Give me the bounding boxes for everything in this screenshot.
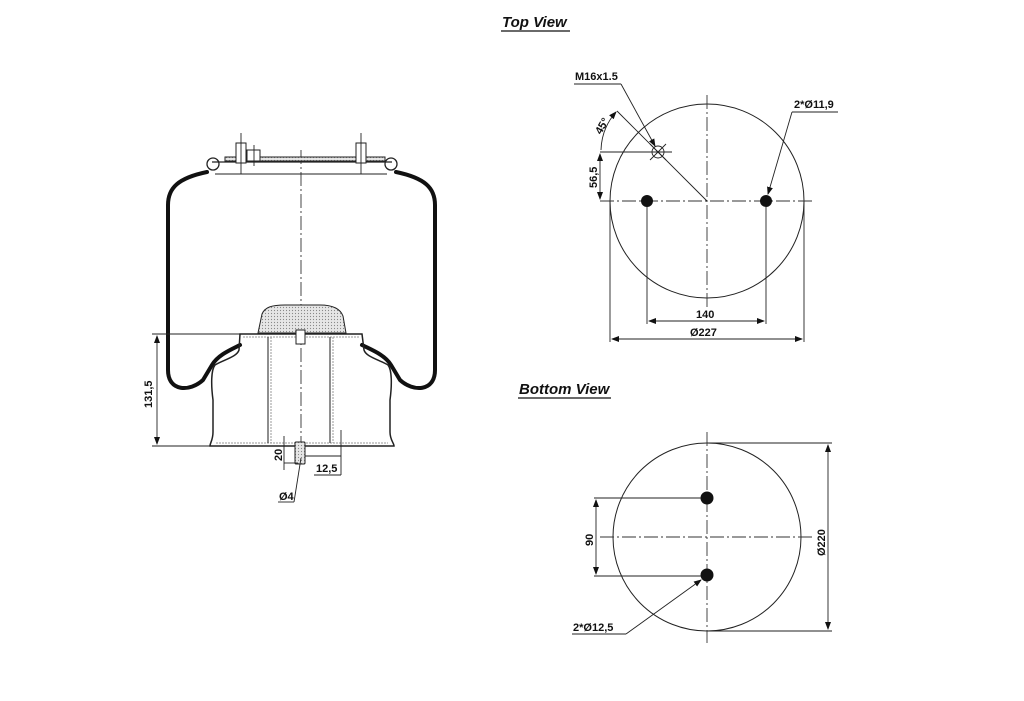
air-inlet-thread bbox=[600, 143, 672, 161]
hole-callout-top: 2*Ø11,9 bbox=[767, 99, 838, 195]
svg-text:12,5: 12,5 bbox=[316, 463, 337, 475]
top-bead-plate bbox=[206, 133, 398, 175]
svg-text:20: 20 bbox=[273, 449, 285, 461]
dim-pin-length: 20 bbox=[273, 436, 298, 470]
svg-text:56,5: 56,5 bbox=[588, 167, 600, 188]
dim-hole-spacing-top: 140 bbox=[646, 207, 767, 324]
svg-text:140: 140 bbox=[696, 309, 714, 321]
svg-text:45°: 45° bbox=[593, 116, 612, 136]
bump-stop bbox=[257, 304, 347, 334]
svg-text:2*Ø11,9: 2*Ø11,9 bbox=[794, 99, 834, 111]
bottom-view: 90 Ø220 2*Ø12,5 bbox=[572, 432, 832, 643]
svg-text:M16x1.5: M16x1.5 bbox=[575, 71, 618, 83]
hole-callout-bottom: 2*Ø12,5 bbox=[572, 579, 702, 635]
top-view: M16x1.5 45° 56,5 2*Ø11,9 140 bbox=[574, 71, 838, 342]
piston bbox=[209, 333, 395, 447]
angle-dimension: 45° bbox=[593, 110, 708, 202]
right-stud bbox=[355, 133, 367, 174]
thread-callout: M16x1.5 bbox=[574, 71, 656, 147]
svg-text:Top View: Top View bbox=[502, 14, 568, 31]
dim-offset: 56,5 bbox=[588, 153, 603, 200]
air-fitting bbox=[246, 145, 261, 166]
side-view: 131,5 20 12,5 Ø4 bbox=[143, 133, 437, 503]
svg-text:131,5: 131,5 bbox=[143, 380, 155, 408]
locating-pin bbox=[294, 441, 306, 465]
mounting-hole-upper bbox=[700, 491, 714, 505]
svg-text:90: 90 bbox=[584, 534, 596, 546]
rubber-bellow bbox=[166, 170, 437, 390]
dim-diameter-bottom: Ø220 bbox=[707, 442, 832, 632]
left-stud bbox=[235, 133, 247, 174]
mounting-hole-left bbox=[641, 195, 653, 207]
svg-text:Ø220: Ø220 bbox=[816, 529, 828, 556]
dim-pin-diameter: Ø4 bbox=[278, 457, 302, 503]
dim-hole-spacing-bottom: 90 bbox=[584, 497, 701, 577]
svg-text:2*Ø12,5: 2*Ø12,5 bbox=[573, 622, 613, 634]
svg-text:Ø227: Ø227 bbox=[690, 327, 717, 339]
dim-height: 131,5 bbox=[143, 333, 244, 447]
top-view-title: Top View bbox=[501, 14, 570, 32]
mounting-hole-lower bbox=[700, 568, 714, 582]
svg-text:Ø4: Ø4 bbox=[279, 491, 295, 503]
mounting-hole-right bbox=[760, 195, 772, 207]
svg-text:Bottom View: Bottom View bbox=[519, 381, 611, 398]
dim-diameter-top: Ø227 bbox=[609, 201, 805, 342]
dim-pin-offset: 12,5 bbox=[305, 430, 342, 476]
bottom-view-title: Bottom View bbox=[518, 381, 611, 399]
